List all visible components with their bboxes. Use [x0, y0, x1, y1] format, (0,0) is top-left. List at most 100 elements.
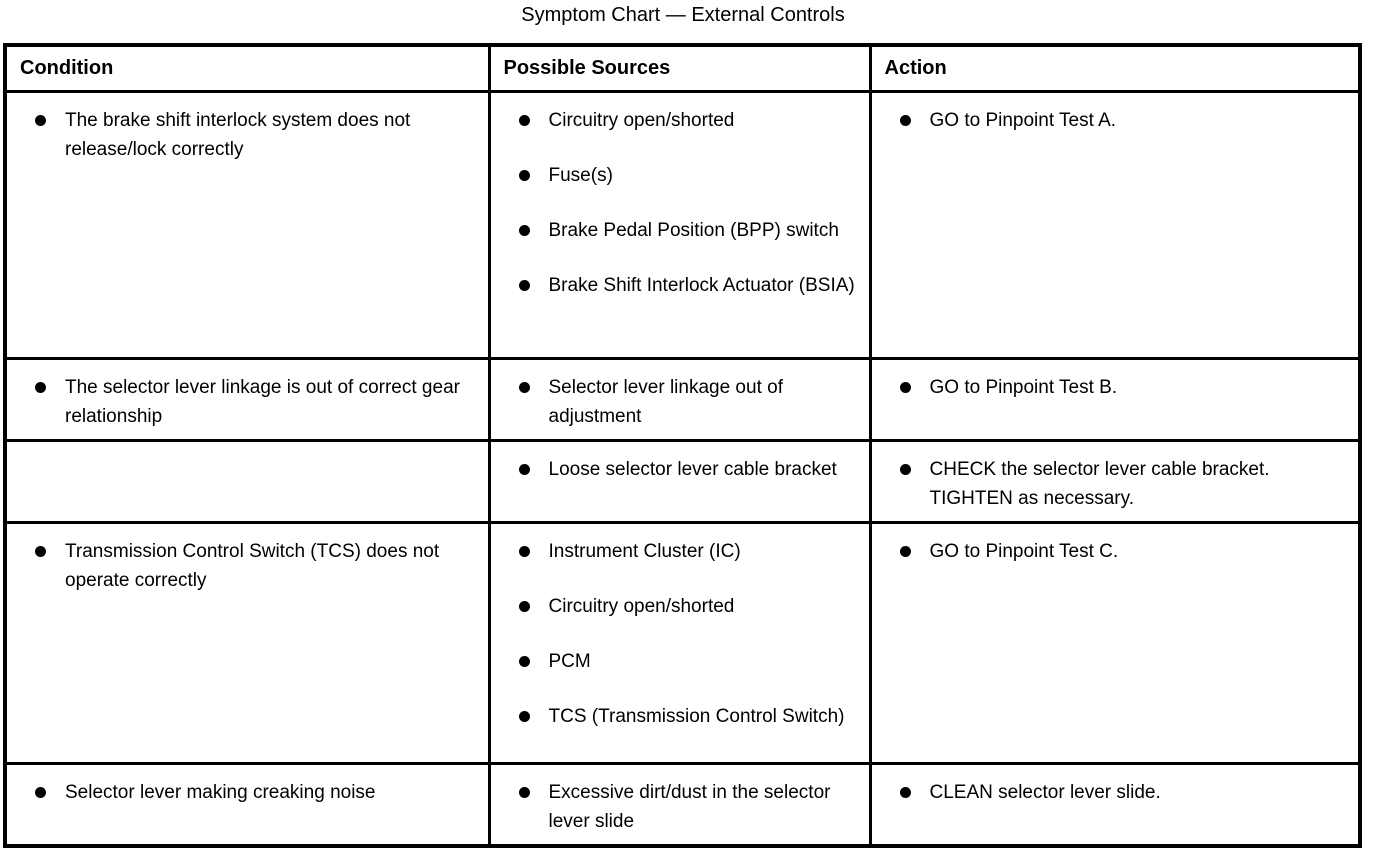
item-text: PCM — [548, 650, 591, 672]
item-text: The selector lever linkage is out of cor… — [65, 376, 460, 427]
table-row: Selector lever making creaking noise Exc… — [3, 761, 1362, 847]
list-item: Transmission Control Switch (TCS) does n… — [7, 537, 480, 595]
item-text: CHECK the selector lever cable bracket. … — [929, 458, 1270, 509]
list-item: Brake Pedal Position (BPP) switch — [491, 216, 861, 245]
list-item: The brake shift interlock system does no… — [7, 106, 480, 164]
sources-cell: Excessive dirt/dust in the selector leve… — [487, 761, 872, 847]
condition-list: Transmission Control Switch (TCS) does n… — [7, 537, 480, 595]
item-text: GO to Pinpoint Test B. — [929, 376, 1118, 398]
table-row: Transmission Control Switch (TCS) does n… — [3, 520, 1362, 765]
action-list: GO to Pinpoint Test C. — [872, 537, 1351, 566]
bullet-icon — [518, 545, 530, 557]
header-sources: Possible Sources — [487, 43, 872, 93]
page-title: Symptom Chart — External Controls — [521, 4, 845, 26]
action-cell: GO to Pinpoint Test B. — [868, 356, 1362, 442]
action-cell: CHECK the selector lever cable bracket. … — [868, 438, 1362, 524]
condition-list: The selector lever linkage is out of cor… — [7, 373, 480, 431]
condition-cell-empty — [3, 438, 491, 524]
condition-cell: Selector lever making creaking noise — [3, 761, 491, 847]
bullet-icon — [518, 655, 530, 667]
item-text: TCS (Transmission Control Switch) — [548, 705, 845, 727]
item-text: CLEAN selector lever slide. — [929, 781, 1161, 803]
bullet-icon — [518, 463, 530, 475]
list-item: CHECK the selector lever cable bracket. … — [872, 455, 1351, 513]
header-action: Action — [868, 43, 1362, 93]
list-item: Loose selector lever cable bracket — [491, 455, 861, 484]
bullet-icon — [518, 600, 530, 612]
action-list: CHECK the selector lever cable bracket. … — [872, 455, 1351, 513]
condition-list: Selector lever making creaking noise — [7, 778, 480, 807]
action-cell: GO to Pinpoint Test A. — [868, 89, 1362, 360]
item-text: The brake shift interlock system does no… — [65, 109, 411, 160]
list-item: Circuitry open/shorted — [491, 106, 861, 135]
header-row: Condition Possible Sources Action — [3, 43, 1362, 93]
symptom-chart-table: Condition Possible Sources Action The br… — [3, 43, 1362, 848]
item-text: Selector lever linkage out of adjustment — [548, 376, 783, 427]
item-text: Brake Pedal Position (BPP) switch — [548, 219, 839, 241]
bullet-icon — [518, 381, 530, 393]
bullet-icon — [899, 463, 911, 475]
table-row: The selector lever linkage is out of cor… — [3, 356, 1362, 442]
action-list: GO to Pinpoint Test A. — [872, 106, 1351, 135]
condition-cell: Transmission Control Switch (TCS) does n… — [3, 520, 491, 765]
list-item: GO to Pinpoint Test B. — [872, 373, 1351, 402]
bullet-icon — [899, 381, 911, 393]
sources-list: Instrument Cluster (IC) Circuitry open/s… — [491, 537, 861, 731]
item-text: Circuitry open/shorted — [548, 595, 735, 617]
bullet-icon — [899, 786, 911, 798]
list-item: Selector lever linkage out of adjustment — [491, 373, 861, 431]
item-text: Fuse(s) — [548, 164, 613, 186]
item-text: GO to Pinpoint Test C. — [929, 540, 1119, 562]
bullet-icon — [35, 545, 46, 557]
list-item: Selector lever making creaking noise — [7, 778, 480, 807]
list-item: GO to Pinpoint Test C. — [872, 537, 1351, 566]
list-item: Instrument Cluster (IC) — [491, 537, 861, 566]
table-row: Loose selector lever cable bracket CHECK… — [3, 438, 1362, 524]
condition-cell: The brake shift interlock system does no… — [3, 89, 491, 360]
bullet-icon — [899, 545, 911, 557]
sources-list: Excessive dirt/dust in the selector leve… — [491, 778, 861, 836]
item-text: Transmission Control Switch (TCS) does n… — [65, 540, 440, 591]
table-row: The brake shift interlock system does no… — [3, 89, 1362, 360]
item-text: Loose selector lever cable bracket — [548, 458, 837, 480]
bullet-icon — [35, 381, 46, 393]
item-text: Brake Shift Interlock Actuator (BSIA) — [548, 274, 855, 296]
sources-list: Circuitry open/shorted Fuse(s) Brake Ped… — [491, 106, 861, 300]
bullet-icon — [35, 114, 46, 126]
item-text: GO to Pinpoint Test A. — [929, 109, 1117, 131]
sources-cell: Selector lever linkage out of adjustment — [487, 356, 872, 442]
bullet-icon — [518, 169, 530, 181]
bullet-icon — [518, 786, 530, 798]
list-item: TCS (Transmission Control Switch) — [491, 702, 861, 731]
sources-cell: Loose selector lever cable bracket — [487, 438, 872, 524]
condition-list: The brake shift interlock system does no… — [7, 106, 480, 164]
bullet-icon — [518, 710, 530, 722]
list-item: The selector lever linkage is out of cor… — [7, 373, 480, 431]
action-list: GO to Pinpoint Test B. — [872, 373, 1351, 402]
action-cell: CLEAN selector lever slide. — [868, 761, 1362, 847]
list-item: Excessive dirt/dust in the selector leve… — [491, 778, 861, 836]
action-cell: GO to Pinpoint Test C. — [868, 520, 1362, 765]
list-item: Brake Shift Interlock Actuator (BSIA) — [491, 271, 861, 300]
bullet-icon — [899, 114, 911, 126]
sources-cell: Instrument Cluster (IC) Circuitry open/s… — [487, 520, 872, 765]
list-item: PCM — [491, 647, 861, 676]
header-condition: Condition — [3, 43, 491, 93]
item-text: Excessive dirt/dust in the selector leve… — [548, 781, 831, 832]
list-item: Circuitry open/shorted — [491, 592, 861, 621]
list-item: Fuse(s) — [491, 161, 861, 190]
bullet-icon — [518, 279, 530, 291]
list-item: CLEAN selector lever slide. — [872, 778, 1351, 807]
item-text: Selector lever making creaking noise — [65, 781, 376, 803]
bullet-icon — [518, 114, 530, 126]
condition-cell: The selector lever linkage is out of cor… — [3, 356, 491, 442]
bullet-icon — [518, 224, 530, 236]
item-text: Circuitry open/shorted — [548, 109, 735, 131]
action-list: CLEAN selector lever slide. — [872, 778, 1351, 807]
bullet-icon — [35, 786, 46, 798]
item-text: Instrument Cluster (IC) — [548, 540, 741, 562]
list-item: GO to Pinpoint Test A. — [872, 106, 1351, 135]
sources-cell: Circuitry open/shorted Fuse(s) Brake Ped… — [487, 89, 872, 360]
sources-list: Loose selector lever cable bracket — [491, 455, 861, 484]
